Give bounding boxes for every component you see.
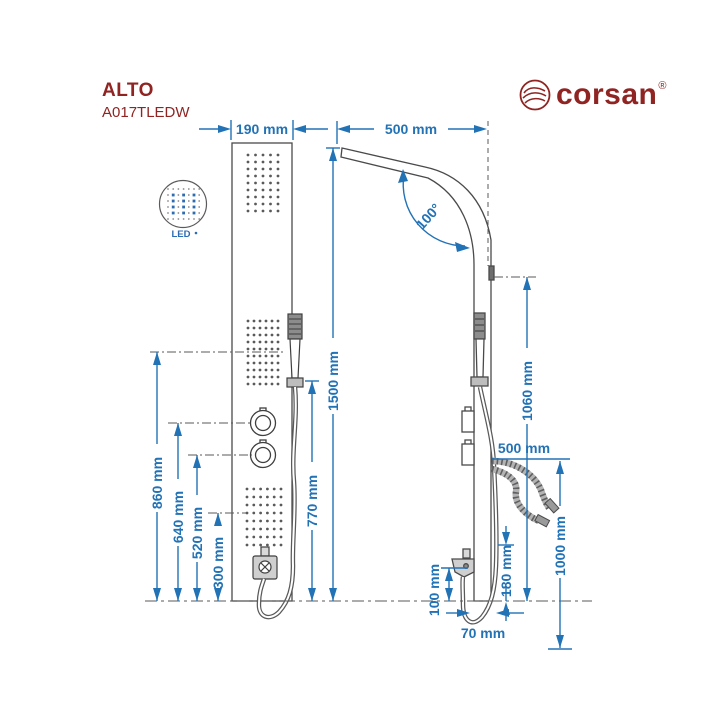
shower-hose-side: [460, 386, 499, 625]
dim-mid-jets-height-label: 860 mm: [149, 457, 165, 509]
front-panel-body: [231, 142, 293, 602]
dim-outlet-height: 180 mm: [498, 526, 514, 621]
upper-control-knob: [249, 407, 277, 437]
hand-shower-front: [286, 313, 304, 388]
side-panel-body: [340, 147, 492, 602]
hand-shower-side: [470, 312, 489, 387]
dim-head-angle-label: 100°: [413, 200, 444, 232]
shower-hose-front: [256, 386, 299, 620]
dim-lower-jets-height-label: 300 mm: [210, 537, 226, 589]
lower-control-knob: [249, 439, 277, 469]
dim-total-height-label: 1500 mm: [325, 351, 341, 411]
dim-lower-knob-height: 520 mm: [189, 455, 205, 601]
dim-mid-jets-height: 860 mm: [149, 352, 165, 601]
product-code: A017TLEDW: [102, 104, 190, 121]
dim-hand-shower-height: 770 mm: [304, 380, 320, 601]
registered-mark: ®: [658, 80, 667, 92]
dim-hand-shower-height-label: 770 mm: [304, 475, 320, 527]
dim-wall-bracket-height-label: 1060 mm: [519, 361, 535, 421]
dim-head-depth-label: 500 mm: [385, 121, 437, 137]
brand-name: corsan: [556, 78, 658, 111]
dim-hose-drop: 1000 mm: [548, 461, 572, 650]
reference-lines: [145, 121, 592, 602]
dim-panel-width-label: 190 mm: [236, 121, 288, 137]
dim-hose-length: 500 mm: [492, 440, 570, 460]
dim-wall-bracket-height: 1060 mm: [519, 277, 535, 601]
middle-body-jets: [246, 319, 280, 386]
dim-lower-knob-height-label: 520 mm: [189, 507, 205, 559]
dim-outlet-height-label: 180 mm: [498, 545, 514, 597]
dim-spout-height: 100 mm: [426, 564, 468, 616]
side-knobs: [461, 406, 475, 466]
brand-logo: corsan ®: [518, 78, 667, 112]
dimension-annotations: 190 mm 500 mm 100°: [149, 120, 572, 650]
dim-panel-width: 190 mm: [199, 120, 328, 140]
led-indicator-dot: [194, 231, 198, 235]
wall-bracket: [488, 265, 495, 281]
front-view: [231, 142, 293, 602]
dim-spout-height-label: 100 mm: [426, 564, 442, 616]
top-shower-jets: [246, 153, 280, 213]
wave-logo-icon: [519, 79, 551, 111]
dim-head-depth: 500 mm: [336, 121, 487, 144]
dim-bottom-depth: 70 mm: [446, 609, 524, 641]
hose-connector: [534, 513, 551, 528]
hose-connector: [544, 497, 560, 514]
dim-bottom-depth-label: 70 mm: [461, 625, 505, 641]
bottom-outlet-front: [252, 546, 278, 580]
bottom-outlet-side: [451, 548, 475, 578]
braided-hose: [491, 457, 560, 528]
product-model: ALTO: [102, 80, 154, 101]
led-detail-callout: LED: [158, 179, 208, 240]
dim-upper-knob-height-label: 640 mm: [170, 491, 186, 543]
product-header: ALTO A017TLEDW: [102, 80, 190, 121]
dim-lower-jets-height: 300 mm: [210, 513, 226, 601]
dim-upper-knob-height: 640 mm: [170, 423, 186, 601]
led-label: LED: [172, 229, 191, 240]
dim-hose-drop-label: 1000 mm: [552, 516, 568, 576]
hand-shower-holder: [286, 377, 304, 388]
dim-total-height: 1500 mm: [325, 147, 341, 601]
dim-hose-length-label: 500 mm: [498, 440, 550, 456]
